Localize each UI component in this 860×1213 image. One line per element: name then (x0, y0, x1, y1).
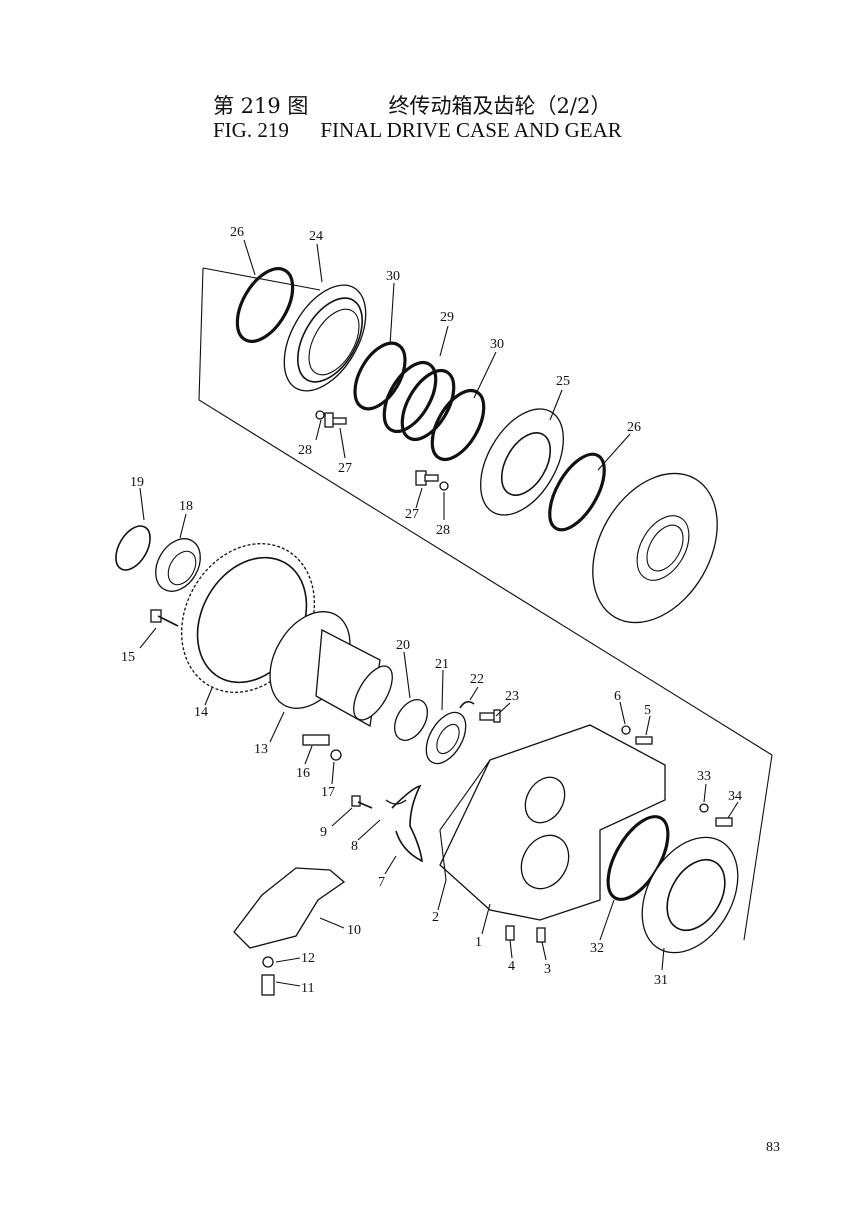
figure-title-chinese: 第 219 图 终传动箱及齿轮（2/2） (213, 90, 611, 120)
callout-32: 32 (590, 941, 604, 956)
callout-11: 11 (301, 981, 314, 996)
callout-14: 14 (194, 705, 208, 720)
callout-20: 20 (396, 638, 410, 653)
callout-10: 10 (347, 923, 361, 938)
washer-28-upper (315, 410, 325, 420)
bearing-24 (283, 284, 367, 392)
callout-5: 5 (644, 703, 651, 718)
hub-cover (592, 472, 718, 624)
callout-3: 3 (544, 962, 551, 977)
shim-7 (391, 784, 423, 863)
dowel-3 (536, 927, 546, 943)
retainer-21 (425, 711, 467, 765)
bearing-18 (155, 538, 201, 592)
callout-4: 4 (508, 959, 515, 974)
callout-9: 9 (320, 825, 327, 840)
callout-25: 25 (556, 374, 570, 389)
figure-number-cn: 第 219 图 (213, 94, 309, 118)
bolt-34 (715, 817, 733, 827)
callout-1: 1 (475, 935, 482, 950)
callout-30-left: 30 (386, 269, 400, 284)
callout-19: 19 (130, 475, 144, 490)
bolt-9 (351, 795, 373, 809)
callout-17: 17 (321, 785, 335, 800)
cover-31 (641, 836, 739, 954)
callout-29: 29 (440, 310, 454, 325)
callout-26-upper: 26 (230, 225, 244, 240)
callout-2: 2 (432, 910, 439, 925)
upper-assembly (235, 267, 718, 624)
clamp-8 (385, 799, 407, 805)
callout-23: 23 (505, 689, 519, 704)
bolt-27-lower (415, 470, 439, 486)
callout-31: 31 (654, 973, 668, 988)
dowel-4 (505, 925, 515, 941)
washer-33 (699, 803, 709, 813)
gasket-2 (439, 759, 491, 881)
callout-6: 6 (614, 689, 621, 704)
bolt-15 (150, 609, 179, 627)
callout-27-upper: 27 (338, 461, 352, 476)
callout-34: 34 (728, 789, 742, 804)
callout-15: 15 (121, 650, 135, 665)
callout-28-lower: 28 (436, 523, 450, 538)
case-assembly (233, 724, 739, 996)
figure-title-cn: 终传动箱及齿轮（2/2） (388, 94, 612, 118)
callout-13: 13 (254, 742, 268, 757)
bearing-20 (393, 699, 429, 741)
callout-30-right: 30 (490, 337, 504, 352)
callout-labels: 26 24 30 29 30 25 26 28 27 27 28 19 18 1… (121, 225, 742, 996)
page-number: 83 (766, 1140, 780, 1155)
bolt-5 (635, 736, 653, 745)
washer-28-lower (439, 481, 449, 491)
bolt-11 (261, 974, 275, 996)
callout-18: 18 (179, 499, 193, 514)
snap-ring-30-left (353, 341, 407, 411)
callout-28-upper: 28 (298, 443, 312, 458)
callout-27-lower: 27 (405, 507, 419, 522)
bolt-23 (479, 709, 501, 723)
assembly-boundary (198, 267, 773, 941)
final-drive-case (439, 724, 666, 921)
washer-12 (262, 956, 274, 968)
hub-13 (269, 611, 393, 728)
callout-24: 24 (309, 229, 323, 244)
snap-ring-19 (115, 525, 151, 571)
o-ring-26-upper (235, 267, 295, 343)
callout-26-right: 26 (627, 420, 641, 435)
seal-29 (382, 361, 456, 441)
nut-17 (330, 749, 342, 761)
guard-10 (233, 867, 346, 949)
callout-16: 16 (296, 766, 310, 781)
figure-number-en: FIG. 219 (213, 118, 289, 142)
lock-plate-16 (302, 734, 330, 746)
callout-21: 21 (435, 657, 449, 672)
callout-22: 22 (470, 672, 484, 687)
callout-12: 12 (301, 951, 315, 966)
bearing-retainer-25 (480, 408, 564, 516)
figure-title-en: FINAL DRIVE CASE AND GEAR (320, 118, 622, 142)
callout-7: 7 (378, 875, 385, 890)
o-ring-26-right (548, 452, 606, 532)
callout-33: 33 (697, 769, 711, 784)
figure-title-english: FIG. 219 FINAL DRIVE CASE AND GEAR (213, 118, 622, 143)
bolt-27-upper (324, 412, 347, 428)
callout-8: 8 (351, 839, 358, 854)
washer-6 (621, 725, 631, 735)
gear-assembly (115, 525, 501, 765)
lock-plate-22 (459, 700, 475, 709)
leader-lines (139, 239, 739, 987)
